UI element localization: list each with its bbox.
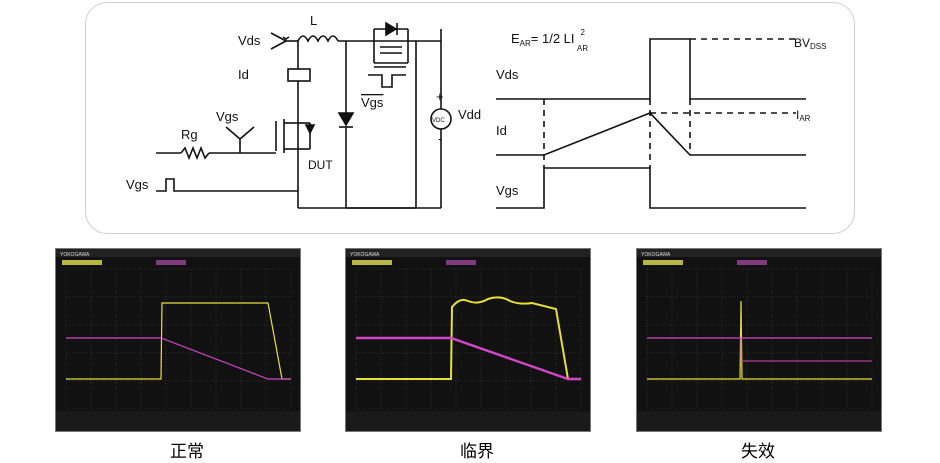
source-vgs-label: Vgs [126,177,149,192]
vds-label: Vds [238,33,261,48]
caption-failure: 失效 [741,442,775,462]
scope-brand: YOKOGAWA [60,252,90,258]
scope-screen-normal: YOKOGAWA [56,249,300,431]
scope-brand: YOKOGAWA [350,252,380,258]
vdd-label: Vdd [458,107,481,122]
vgs-wave [496,167,806,209]
scope-failure: YOKOGAWA [636,248,882,432]
plus-sign: + [436,89,444,104]
vds-wave [496,38,806,100]
vgs-bar-label: Vgs [361,95,384,110]
scope-brand: YOKOGAWA [641,252,671,258]
top-switch-diode [385,21,398,37]
ch1-trace [647,300,872,380]
gate-vgs-label: Vgs [216,109,239,124]
wave-vds-label: Vds [496,67,519,82]
minus-sign: - [438,131,442,146]
wave-id-label: Id [496,123,507,138]
ch1-trace [356,296,581,380]
circuit-diagram: Vds L Id Vgs Rg Vgs DUT Vgs VDC Vdd + - … [126,13,826,209]
scope-screen-failure: YOKOGAWA [637,249,881,431]
inductor-label: L [310,13,317,28]
ideal-waveforms [496,38,806,209]
wave-vgs-label: Vgs [496,183,519,198]
vds-lead-a [270,32,287,42]
id-wave [496,112,806,156]
scope-normal: YOKOGAWA [55,248,301,432]
inductor-l [297,35,339,43]
iar-label: IAR [796,108,811,123]
ch2-trace [66,337,291,380]
scope-critical: YOKOGAWA [345,248,591,432]
current-sense [287,68,311,82]
vds-lead-b [270,40,287,50]
freewheel-diode [337,112,355,127]
ch2-trace [356,336,581,381]
id-label: Id [238,67,249,82]
dut-label: DUT [308,158,333,172]
scope-screen-critical: YOKOGAWA [346,249,590,431]
bvdss-label: BVDSS [794,36,826,51]
rg-label: Rg [181,127,198,142]
vdc-text: VDC [432,118,445,124]
caption-critical: 临界 [460,442,494,462]
vds-terminal [282,36,290,40]
circuit-panel: Vds L Id Vgs Rg Vgs DUT Vgs VDC Vdd + - … [85,2,855,234]
caption-normal: 正常 [170,442,204,462]
gate-resistor [180,145,210,161]
